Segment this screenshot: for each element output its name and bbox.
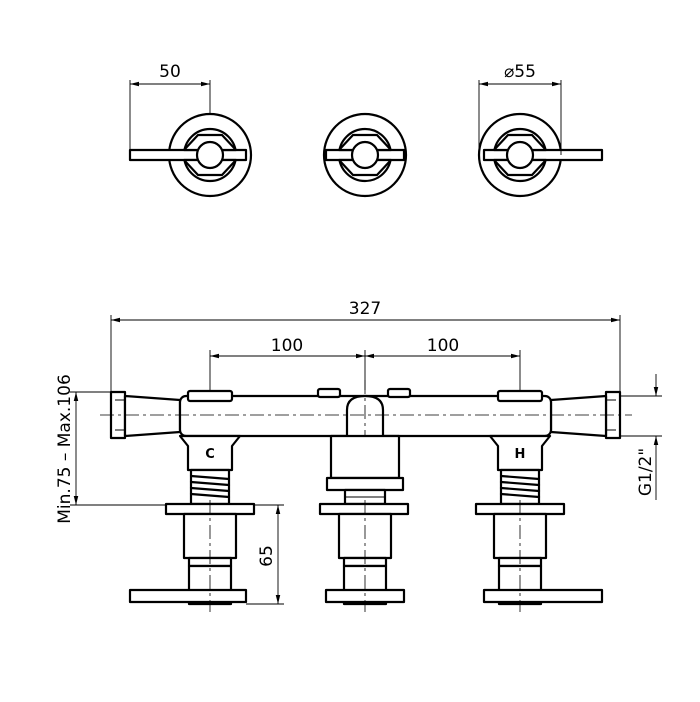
dimension-rosette-diameter: ⌀55 [478,62,562,155]
dimension-label-height-range: Min.75 – Max.106 [55,374,75,524]
dimension-label-lever: 50 [159,62,181,82]
valve-column-hot: H [474,434,604,612]
dimension-label-diameter: ⌀55 [504,62,536,82]
dimension-lever-length: 50 [129,62,211,150]
thread-cold [189,474,231,499]
front-view: 327 100 100 [55,299,662,612]
valve-body [100,380,632,500]
top-handle-middle [322,112,408,198]
top-handle-left [128,112,253,198]
marking-hot: H [515,447,526,462]
top-view: 50 ⌀55 [128,62,604,198]
diverter-column [318,434,410,612]
thread-hot [499,474,541,499]
dimension-label-centre-right: 100 [427,336,459,356]
valve-column-cold: C [128,434,256,612]
dimension-thread: G1/2" [620,374,662,500]
dimension-handle-height: 65 [246,504,284,605]
dimension-label-centre-left: 100 [271,336,303,356]
dimension-label-overall: 327 [349,299,381,319]
dimension-label-thread: G1/2" [636,448,656,496]
marking-cold: C [205,447,215,462]
dimension-label-handle-height: 65 [257,545,277,567]
dimension-height-range: Min.75 – Max.106 [55,374,166,524]
top-handle-right [477,112,604,198]
dimension-overall-width: 327 [110,299,621,392]
